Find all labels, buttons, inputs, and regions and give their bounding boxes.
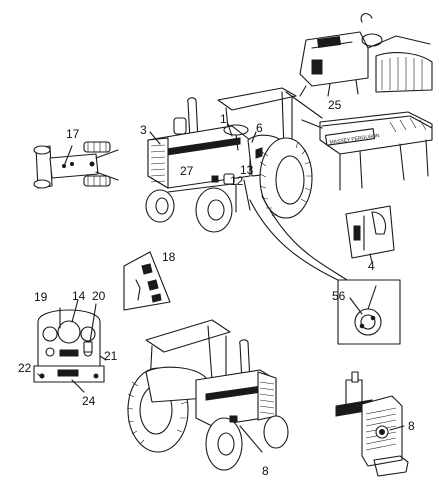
callout-18: 18 — [162, 250, 176, 264]
seat-fender-inset — [299, 13, 433, 97]
callout-4: 4 — [368, 259, 375, 273]
callout-3: 3 — [140, 123, 147, 137]
callout-20: 20 — [92, 289, 106, 303]
instrument-panel — [33, 299, 107, 393]
fender-bracket-panel — [345, 205, 395, 263]
callout-12: 12 — [230, 174, 244, 188]
callout-27: 27 — [180, 164, 194, 178]
tractor-main-view — [145, 87, 313, 233]
callout-8-tractor: 8 — [262, 464, 269, 478]
tractor-rear-view — [126, 319, 289, 471]
canopy-decal-inset: MASSEY FERGUSON — [301, 111, 433, 191]
switch-panel — [337, 279, 401, 345]
angled-decal-plate — [123, 251, 171, 311]
top-view-tractor — [33, 141, 119, 189]
callout-25: 25 — [328, 98, 342, 112]
callout-1: 1 — [220, 112, 227, 126]
callout-56: 56 — [332, 289, 346, 303]
callout-21: 21 — [104, 349, 118, 363]
front-grille-inset — [335, 371, 409, 477]
callout-14: 14 — [72, 289, 86, 303]
callout-19: 19 — [34, 290, 48, 304]
callout-8-grille: 8 — [408, 419, 415, 433]
callout-6: 6 — [256, 121, 263, 135]
callout-22: 22 — [18, 361, 32, 375]
callout-24: 24 — [82, 394, 96, 408]
callout-17: 17 — [66, 127, 80, 141]
callout-13: 13 — [240, 163, 254, 177]
